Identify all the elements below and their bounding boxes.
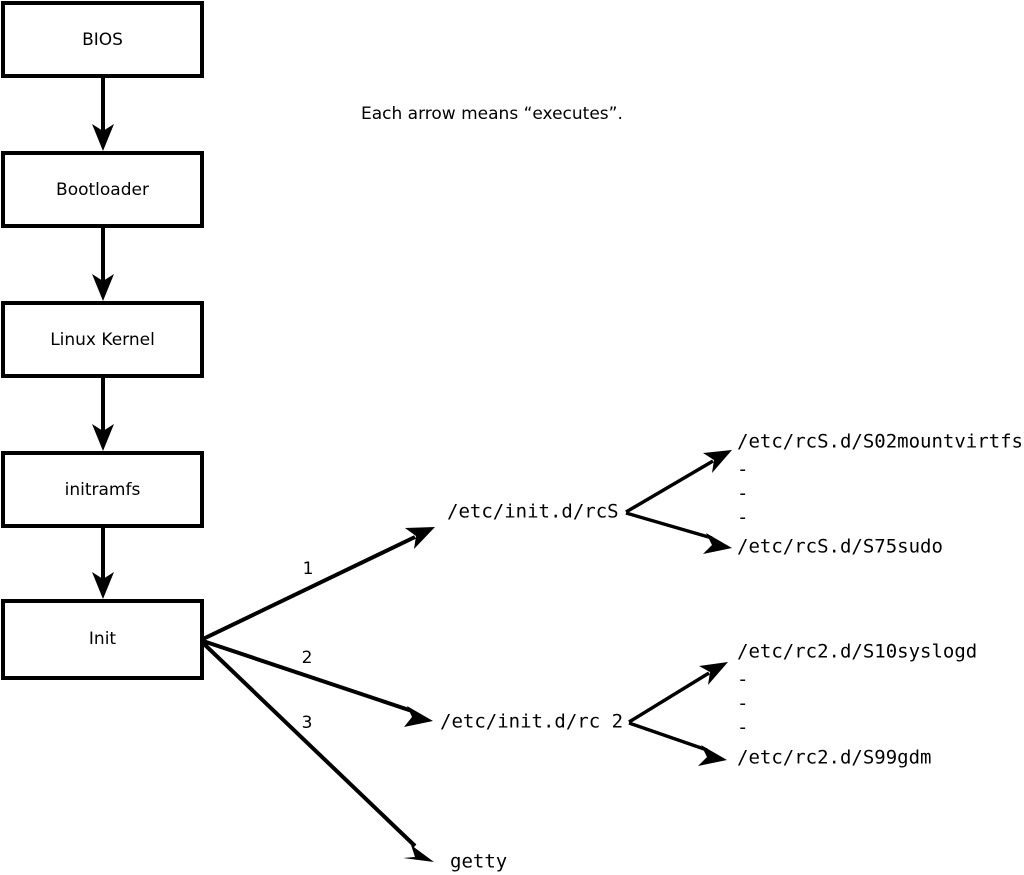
rcs-script-last: /etc/rcS.d/S75sudo <box>737 536 943 558</box>
arrow-head-icon <box>92 572 114 599</box>
node-getty-label[interactable]: getty <box>450 851 507 873</box>
edge-number-1: 1 <box>303 559 314 579</box>
arrow-head-icon <box>703 450 732 473</box>
rc2-ellipsis-dash-2: - <box>737 693 748 715</box>
arrow-rcs-to-first-script <box>625 450 732 514</box>
edge-number-3: 3 <box>302 713 313 733</box>
diagram-caption: Each arrow means “executes”. <box>361 104 623 124</box>
node-bootloader[interactable]: Bootloader <box>1 151 204 228</box>
arrow-init-to-getty <box>201 641 434 862</box>
rcs-ellipsis-dash-2: - <box>737 483 748 505</box>
arrow-initramfs-to-init <box>92 526 114 599</box>
node-rcs-label[interactable]: /etc/init.d/rcS <box>447 501 619 523</box>
node-init-label: Init <box>89 629 117 649</box>
arrow-init-to-rcs <box>202 527 435 641</box>
arrow-kernel-to-initramfs <box>92 376 114 451</box>
arrow-head-icon <box>699 662 728 685</box>
arrow-init-to-rc2 <box>202 639 433 727</box>
edge-number-2: 2 <box>302 648 313 668</box>
rcs-ellipsis-dash-3: - <box>737 507 748 529</box>
arrow-head-icon <box>403 845 434 862</box>
rcs-ellipsis-dash-1: - <box>737 459 748 481</box>
node-rc2-label[interactable]: /etc/init.d/rc 2 <box>440 711 623 733</box>
arrow-rc2-to-first-script <box>628 662 728 724</box>
node-bios-label: BIOS <box>82 30 123 50</box>
arrow-head-icon <box>92 424 114 451</box>
arrow-bios-to-bootloader <box>92 76 114 151</box>
rc2-ellipsis-dash-1: - <box>737 669 748 691</box>
node-initramfs-label: initramfs <box>65 480 141 500</box>
node-linux-kernel-label: Linux Kernel <box>50 330 155 350</box>
node-initramfs-rect <box>1 451 204 528</box>
node-bios-rect <box>1 1 204 78</box>
arrow-head-icon <box>404 706 433 727</box>
rc2-script-first: /etc/rc2.d/S10syslogd <box>737 641 977 663</box>
node-initramfs[interactable]: initramfs <box>1 451 204 528</box>
arrow-head-icon <box>92 274 114 301</box>
arrow-bootloader-to-kernel <box>92 226 114 301</box>
arrow-head-icon <box>405 527 435 549</box>
rcs-script-first: /etc/rcS.d/S02mountvirtfs <box>737 431 1023 453</box>
node-bootloader-label: Bootloader <box>56 180 149 200</box>
node-init-rect <box>1 599 204 680</box>
arrow-head-icon <box>92 124 114 151</box>
node-init[interactable]: Init <box>1 599 204 680</box>
node-linux-kernel[interactable]: Linux Kernel <box>1 301 204 378</box>
rc2-ellipsis-dash-3: - <box>737 717 748 739</box>
arrow-head-icon <box>703 533 732 554</box>
arrow-head-icon <box>698 745 727 766</box>
node-bios[interactable]: BIOS <box>1 1 204 78</box>
arrow-rc2-to-last-script <box>628 721 727 766</box>
rc2-script-last: /etc/rc2.d/S99gdm <box>737 747 931 769</box>
arrow-rcs-to-last-script <box>625 511 732 554</box>
